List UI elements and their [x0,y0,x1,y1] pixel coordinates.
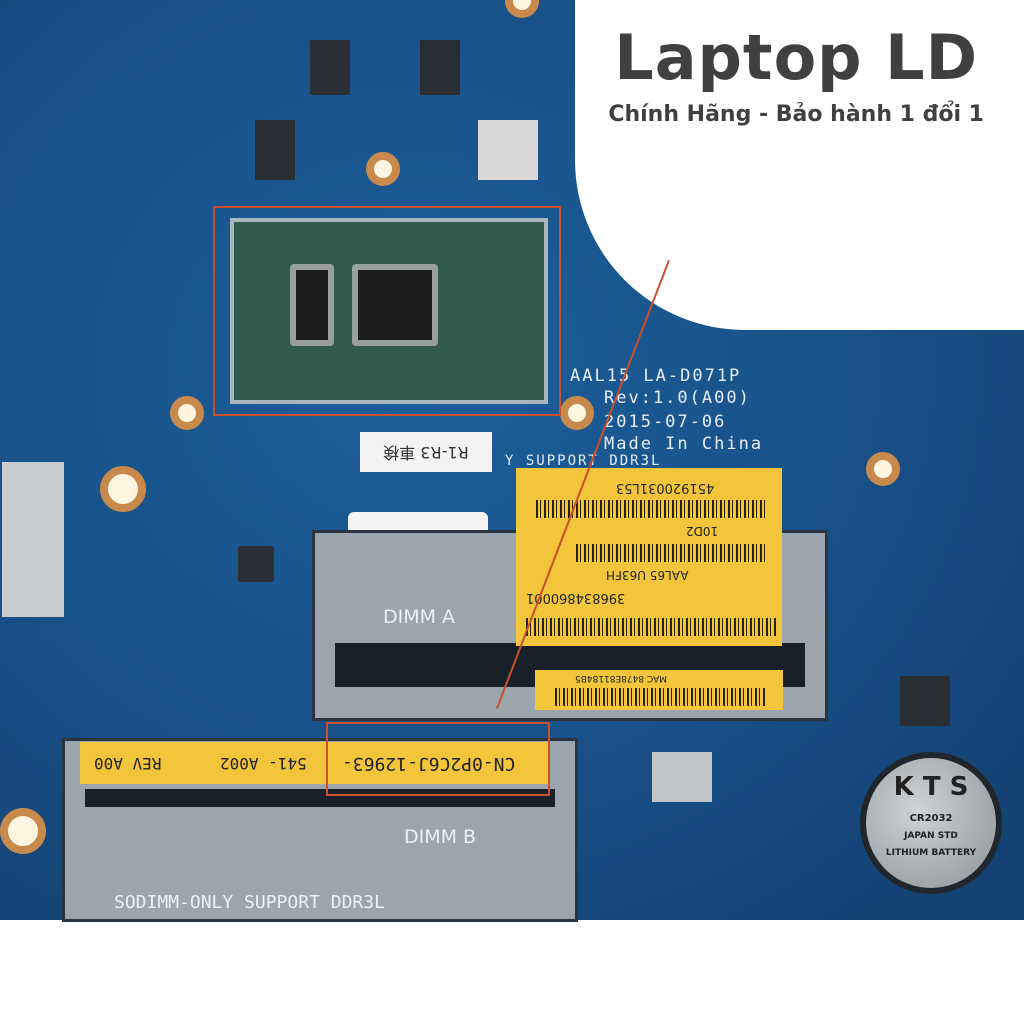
chip [238,546,274,582]
m2-slot [2,462,64,617]
screw-hole [866,452,900,486]
brand-overlay: Laptop LD Chính Hãng - Bảo hành 1 đổi 1 [608,21,984,128]
dimm-b-label: DIMM B [404,826,477,848]
barcode [555,688,765,706]
battery-line: LITHIUM BATTERY [885,848,977,858]
battery-brand: K T S [893,772,969,802]
sticker-a-line: AAL65 U63FH [606,568,689,582]
barcode [526,618,776,636]
board-cutout [575,0,1024,330]
board-model: AAL15 LA-D071P [570,366,742,386]
inductor [652,752,712,802]
barcode [576,544,766,562]
sticker-a-line: 451920031L53 [616,480,715,495]
battery-line: CR2032 [909,813,953,824]
mac-label: MAC 8478E81184B5 [575,673,668,683]
capacitor [255,120,295,180]
inductor [900,676,950,726]
part-rev: REV A00 [94,754,162,773]
board-date: 2015-07-06 [604,412,727,432]
inspection-tag: R1-R3 車検 [360,432,492,472]
brand-subtitle: Chính Hãng - Bảo hành 1 đổi 1 [608,102,984,127]
screw-hole [366,152,400,186]
screw-hole [170,396,204,430]
inductor [310,40,350,95]
cpu-highlight [213,206,561,416]
cpu-die-main [352,264,438,346]
brand-title: Laptop LD [614,21,979,94]
part-number-highlight [326,722,550,796]
capacitor [478,120,538,180]
screw-hole [560,396,594,430]
board-rev: Rev:1.0(A00) [604,388,751,408]
barcode [536,500,766,518]
cpu-die-small [290,264,334,346]
screw-hole [0,808,46,854]
cmos-battery: K T S CR2032 JAPAN STD LITHIUM BATTERY [860,752,1002,894]
battery-line: JAPAN STD [904,831,958,841]
inductor [420,40,460,95]
sodimm-note: SODIMM-ONLY SUPPORT DDR3L [114,892,385,913]
screw-hole [505,0,539,18]
sticker-b: CN-0P2C6J-12963- 541- A002 REV A00 [80,742,550,784]
sticker-a: 451920031L53 10D2 AAL65 U63FH 3968348600… [516,468,782,646]
part-code: 541- A002 [220,754,307,773]
sticker-mac: MAC 8478E81184B5 [535,670,783,710]
cpu [230,218,548,404]
sticker-a-line: 10D2 [686,524,719,538]
screw-hole [100,466,146,512]
dimm-a-label: DIMM A [383,606,456,628]
board-support-top: Y SUPPORT DDR3L [505,453,662,469]
board-origin: Made In China [604,434,764,454]
